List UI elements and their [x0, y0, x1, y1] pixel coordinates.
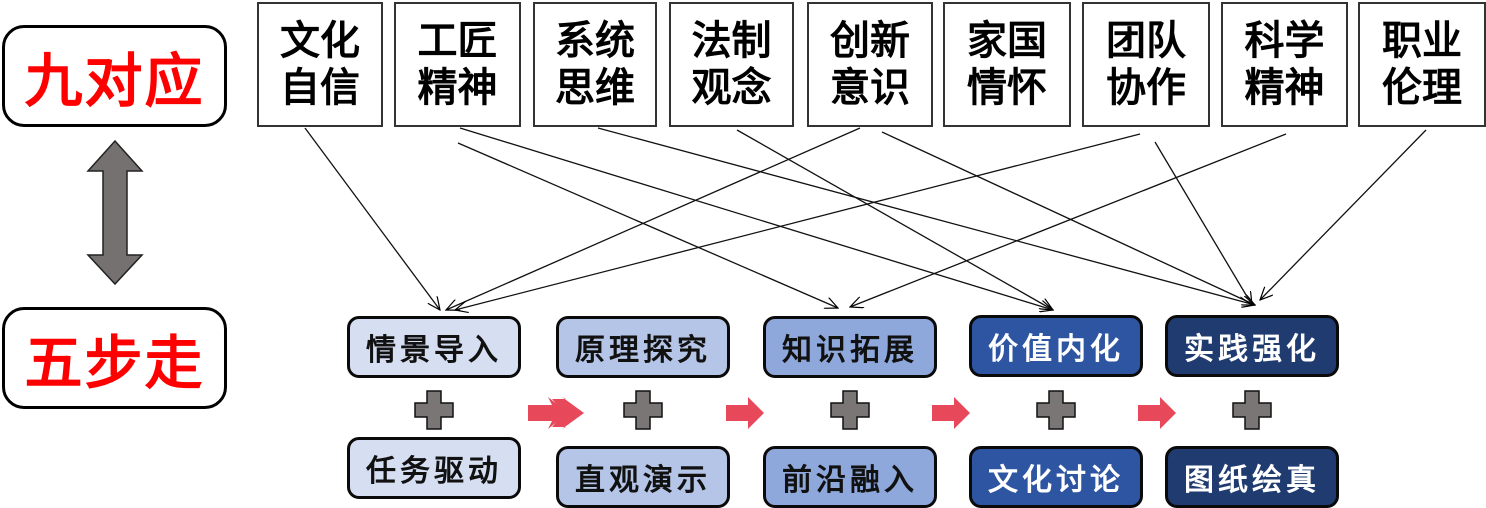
- step-primary-box: 价值内化: [969, 315, 1143, 377]
- value-line-1: 文化: [280, 17, 360, 64]
- value-line-1: 系统: [555, 17, 635, 64]
- nine-correspondences-label: 九对应: [2, 25, 227, 127]
- flow-arrow-icon: [932, 397, 970, 429]
- step-primary-box: 原理探究: [556, 316, 730, 378]
- step-primary-box: 知识拓展: [763, 316, 937, 378]
- step-secondary-box: 图纸绘真: [1165, 446, 1339, 508]
- value-box: 文化自信: [257, 2, 383, 127]
- value-line-2: 伦理: [1382, 64, 1462, 111]
- step-label: 图纸绘真: [1184, 463, 1320, 498]
- connection-arrow: [850, 133, 1287, 307]
- connection-arrow: [597, 127, 1255, 305]
- plus-icon: [623, 390, 663, 430]
- nine-correspondences-text: 九对应: [24, 47, 205, 115]
- value-line-2: 观念: [691, 64, 772, 111]
- value-box: 家国情怀: [943, 2, 1071, 127]
- value-box: 工匠精神: [394, 2, 521, 127]
- step-label: 文化讨论: [988, 463, 1124, 498]
- value-line-1: 法制: [691, 17, 772, 64]
- step-primary-box: 实践强化: [1165, 315, 1339, 377]
- value-line-2: 思维: [555, 64, 635, 111]
- step-secondary-box: 前沿融入: [763, 446, 937, 508]
- connection-arrow: [304, 127, 440, 310]
- plus-icon: [830, 390, 870, 430]
- connection-arrow: [1154, 141, 1252, 305]
- step-label: 实践强化: [1184, 332, 1320, 367]
- value-box: 创新意识: [807, 2, 933, 127]
- step-secondary-box: 直观演示: [556, 446, 730, 508]
- plus-icon: [1036, 390, 1076, 430]
- step-primary-box: 情景导入: [347, 316, 521, 378]
- five-steps-label: 五步走: [2, 307, 227, 409]
- value-line-1: 科学: [1244, 17, 1325, 64]
- step-label: 情景导入: [366, 333, 502, 368]
- plus-icon: [1232, 390, 1272, 430]
- value-box: 法制观念: [669, 2, 794, 127]
- value-line-2: 自信: [280, 64, 360, 111]
- step-label: 原理探究: [575, 333, 711, 368]
- double-arrow-icon: [86, 140, 144, 286]
- step-label: 价值内化: [988, 332, 1124, 367]
- value-line-2: 情怀: [967, 64, 1047, 111]
- connection-arrow: [1260, 129, 1427, 300]
- value-line-1: 工匠: [417, 17, 498, 64]
- value-box: 系统思维: [533, 2, 657, 127]
- flow-arrow-icon: [726, 397, 764, 429]
- value-line-1: 家国: [967, 17, 1047, 64]
- connection-arrow: [455, 133, 1141, 310]
- flow-arrow-icon: [1138, 397, 1176, 429]
- step-secondary-box: 任务驱动: [347, 437, 521, 499]
- connection-arrow: [881, 131, 1255, 305]
- five-steps-text: 五步走: [24, 329, 205, 397]
- value-line-1: 团队: [1106, 17, 1186, 64]
- value-line-2: 精神: [417, 64, 498, 111]
- plus-icon: [414, 390, 454, 430]
- value-line-1: 创新: [830, 17, 910, 64]
- connection-arrow: [736, 129, 1053, 310]
- connection-arrow: [446, 127, 861, 310]
- step-label: 前沿融入: [782, 463, 918, 498]
- value-box: 职业伦理: [1358, 2, 1486, 127]
- step-label: 任务驱动: [366, 454, 502, 489]
- connection-arrow: [459, 127, 1053, 310]
- value-line-2: 精神: [1244, 64, 1325, 111]
- value-line-2: 意识: [830, 64, 910, 111]
- value-line-1: 职业: [1382, 17, 1462, 64]
- double-flow-arrow-icon: [528, 397, 584, 429]
- value-box: 团队协作: [1082, 2, 1210, 127]
- step-secondary-box: 文化讨论: [969, 446, 1143, 508]
- value-line-2: 协作: [1106, 64, 1186, 111]
- step-label: 知识拓展: [782, 333, 918, 368]
- connection-arrow: [457, 142, 838, 308]
- value-box: 科学精神: [1221, 2, 1348, 127]
- step-label: 直观演示: [575, 463, 711, 498]
